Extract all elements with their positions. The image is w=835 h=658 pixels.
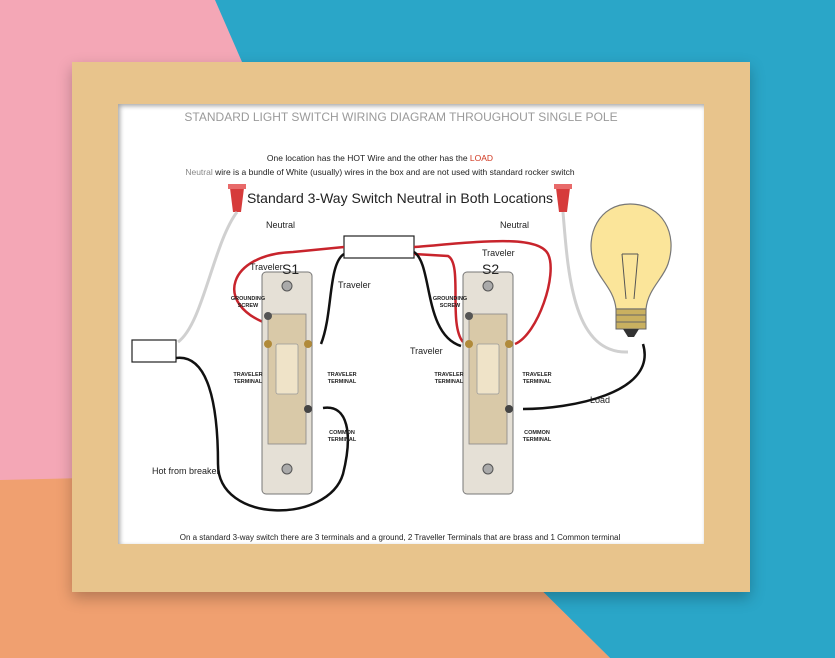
wiring-diagram: STANDARD LIGHT SWITCH WIRING DIAGRAM THR… [131, 110, 672, 542]
label-traveler-s1-left: Traveler [250, 262, 283, 272]
s2-traveler-terminal-right-line1: TRAVELER [522, 372, 551, 378]
s1-traveler-terminal-left-line1: TRAVELER [233, 372, 262, 378]
wire-nut-left [228, 184, 246, 212]
s2-common-terminal-line1: COMMON [524, 430, 550, 436]
junction-box-hot [131, 339, 177, 363]
intro-line-2-rest: wire is a bundle of White (usually) wire… [213, 167, 575, 177]
s2-grounding-screw-line2: SCREW [440, 303, 461, 309]
label-s2: S2 [482, 261, 499, 277]
label-traveler-s1-right: Traveler [338, 280, 371, 290]
label-traveler-s2-top: Traveler [482, 248, 515, 258]
junction-box-middle [343, 235, 415, 259]
s2-terminal-callouts: GROUNDING SCREW TRAVELER TERMINAL TRAVEL… [433, 296, 552, 443]
traveler-wire-black-s1 [319, 252, 345, 345]
intro-line-1: One location has the HOT Wire and the ot… [267, 153, 493, 163]
label-hot-from-breaker: Hot from breaker [152, 466, 220, 476]
intro-neutral-word: Neutral [185, 167, 213, 177]
s2-traveler-terminal-left-line1: TRAVELER [434, 372, 463, 378]
s2-common-terminal-line2: TERMINAL [523, 437, 552, 443]
diagram-title: Standard 3-Way Switch Neutral in Both Lo… [247, 190, 553, 206]
s1-common-terminal-line2: TERMINAL [328, 437, 357, 443]
s2-traveler-terminal-left-line2: TERMINAL [435, 379, 464, 385]
hot-wire [175, 356, 350, 512]
switch-s1 [261, 271, 313, 495]
label-load: Load [590, 395, 610, 405]
neutral-wire-right [561, 211, 629, 354]
s1-traveler-terminal-right-line2: TERMINAL [328, 379, 357, 385]
s1-terminal-callouts: GROUNDING SCREW TRAVELER TERMINAL TRAVEL… [231, 296, 357, 443]
intro-line-2: Neutral wire is a bundle of White (usual… [185, 167, 575, 177]
page-title: STANDARD LIGHT SWITCH WIRING DIAGRAM THR… [184, 110, 617, 124]
traveler-wire-red-top [233, 239, 552, 346]
intro-load-word: LOAD [470, 153, 493, 163]
label-neutral-left: Neutral [266, 220, 295, 230]
picture-canvas: STANDARD LIGHT SWITCH WIRING DIAGRAM THR… [118, 104, 704, 544]
neutral-wire-left [177, 211, 239, 344]
s2-grounding-screw-line1: GROUNDING [433, 296, 467, 302]
s2-traveler-terminal-right-line2: TERMINAL [523, 379, 552, 385]
switch-s2 [462, 271, 514, 495]
light-bulb-icon [590, 203, 672, 337]
label-traveler-s2-left: Traveler [410, 346, 443, 356]
label-neutral-right: Neutral [500, 220, 529, 230]
wire-nut-right [554, 184, 572, 212]
traveler-wire-red-s2 [413, 252, 465, 343]
picture-frame: STANDARD LIGHT SWITCH WIRING DIAGRAM THR… [72, 62, 750, 592]
intro-line-1-prefix: One location has the HOT Wire and the ot… [267, 153, 470, 163]
s1-traveler-terminal-left-line2: TERMINAL [234, 379, 263, 385]
s1-common-terminal-line1: COMMON [329, 430, 355, 436]
traveler-wire-black-s2 [413, 250, 462, 348]
s1-grounding-screw-line1: GROUNDING [231, 296, 265, 302]
s1-grounding-screw-line2: SCREW [238, 303, 259, 309]
s1-traveler-terminal-right-line1: TRAVELER [327, 372, 356, 378]
load-wire [522, 343, 646, 411]
label-s1: S1 [282, 261, 299, 277]
footer-note: On a standard 3-way switch there are 3 t… [180, 533, 621, 542]
